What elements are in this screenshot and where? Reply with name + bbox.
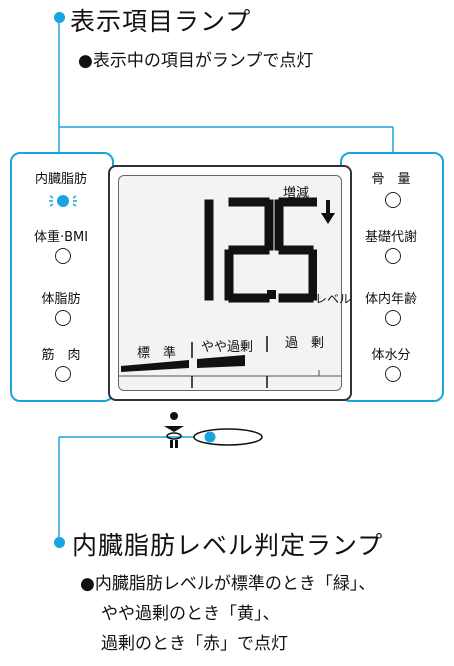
- section-body-line-3: 過剰のとき「赤」で点灯: [101, 634, 288, 654]
- segment-digits: [204, 197, 317, 303]
- right-lamp-panel: [340, 152, 444, 402]
- lamp-weight-bmi-icon: [55, 248, 71, 264]
- lamp-label-body-age: 体内年齢: [364, 292, 417, 307]
- person-icon: [162, 410, 186, 454]
- lamp-label-visceral-fat: 内臓脂肪: [34, 172, 87, 187]
- unit-label: レベル: [315, 292, 352, 306]
- section-subtitle-display-lamps: ●表示中の項目がランプで点灯: [78, 51, 314, 71]
- lamp-body-water-icon: [385, 366, 401, 382]
- lamp-label-muscle: 筋 肉: [41, 348, 81, 363]
- section-title-visceral-level-lamp: 内臓脂肪レベル判定ランプ: [72, 531, 384, 560]
- visceral-level-lamp-icon: [188, 424, 268, 456]
- section-title-display-lamps: 表示項目ランプ: [70, 7, 252, 36]
- lamp-body-fat-icon: [55, 310, 71, 326]
- lamp-body-age-icon: [385, 310, 401, 326]
- lamp-label-basal-metabolism: 基礎代謝: [364, 230, 417, 245]
- lamp-muscle-icon: [55, 366, 71, 382]
- bullet-dot: [54, 12, 65, 23]
- lamp-bone-mass-icon: [385, 192, 401, 208]
- scale-bar: [119, 336, 341, 388]
- lamp-label-weight-bmi: 体重·BMI: [33, 230, 89, 245]
- scale-label-standard: 標 準: [137, 346, 177, 361]
- scale-label-high: 過 剰: [285, 336, 325, 351]
- lamp-label-body-fat: 体脂肪: [41, 292, 81, 307]
- bullet-dot-2: [54, 537, 65, 548]
- display-value: 12.5: [119, 176, 120, 177]
- down-arrow-icon: [321, 200, 335, 230]
- change-label: 増減: [283, 186, 310, 201]
- left-lamp-panel: [10, 152, 114, 402]
- lcd-screen: 増減 12.5: [118, 175, 351, 391]
- lamp-label-bone-mass: 骨 量: [371, 172, 411, 187]
- lcd-display: 増減 12.5: [108, 165, 352, 401]
- scale-label-slightly-high: やや過剰: [201, 340, 254, 355]
- lamp-label-body-water: 体水分: [371, 348, 411, 363]
- glowing-dot-icon: [48, 190, 78, 216]
- lamp-basal-metabolism-icon: [385, 248, 401, 264]
- section-body-line-1: ●内臓脂肪レベルが標準のとき「緑」、: [80, 574, 376, 594]
- section-body-line-2: やや過剰のとき「黄」、: [101, 604, 280, 624]
